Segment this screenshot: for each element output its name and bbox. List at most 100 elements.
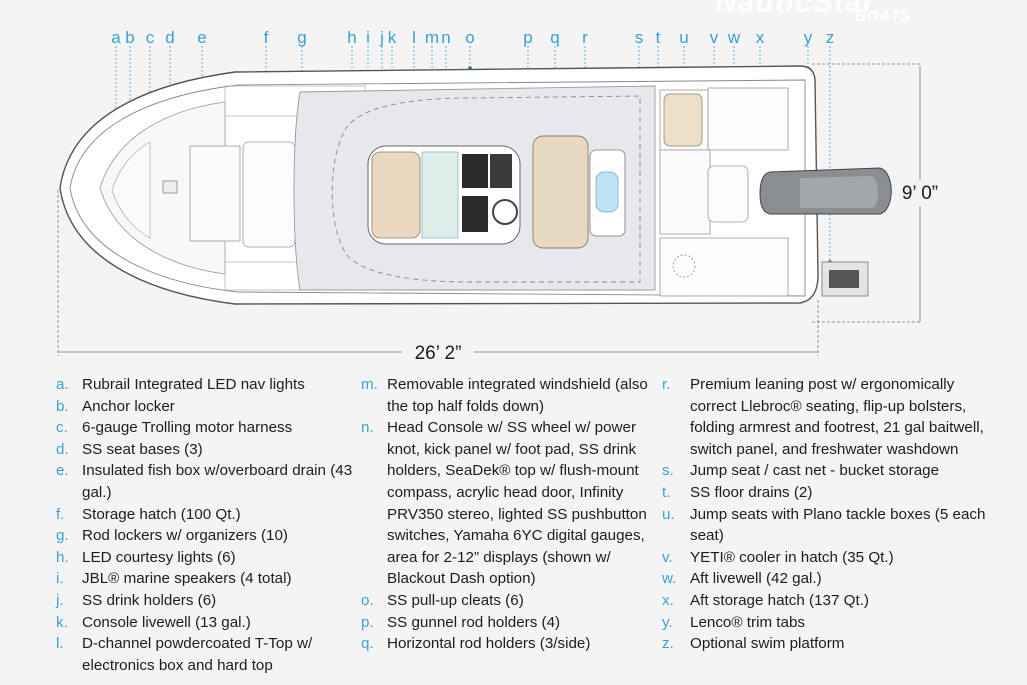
callout-letter-n: n xyxy=(441,28,450,47)
legend-item: i. JBL® marine speakers (4 total) xyxy=(56,568,356,590)
brand-logo: NauticStar xyxy=(715,0,876,19)
length-dimension: 26’ 2” xyxy=(415,343,462,364)
legend-item: x. Aft storage hatch (137 Qt.) xyxy=(662,590,987,612)
legend-letter: j. xyxy=(56,591,64,609)
legend-item: a.Rubrail Integrated LED nav lights xyxy=(56,374,356,396)
legend-item: j. SS drink holders (6) xyxy=(56,590,356,612)
legend-text: Storage hatch (100 Qt.) xyxy=(82,505,241,523)
callout-letter-a: a xyxy=(111,28,121,47)
legend-item: f.Storage hatch (100 Qt.) xyxy=(56,504,356,526)
callout-letter-x: x xyxy=(756,28,765,47)
legend-letter: y. xyxy=(662,613,673,631)
legend-item: z. Optional swim platform xyxy=(662,633,987,655)
aft-bench xyxy=(659,149,711,235)
legend-text: Insulated fish box w/overboard drain (43… xyxy=(82,462,353,501)
legend-text: D-channel powdercoated T-Top w/ electron… xyxy=(82,635,313,674)
legend-text: Anchor locker xyxy=(82,397,175,415)
floor-drain xyxy=(672,254,696,278)
legend-item: v.YETI® cooler in hatch (35 Qt.) xyxy=(662,547,987,569)
legend-text: Rod lockers w/ organizers (10) xyxy=(82,527,288,545)
callout-letter-u: u xyxy=(679,28,688,47)
legend-item: e.Insulated fish box w/overboard drain (… xyxy=(56,460,356,503)
callout-letter-o: o xyxy=(465,28,474,47)
legend-text: SS pull-up cleats (6) xyxy=(387,591,524,609)
legend-text: Aft storage hatch (137 Qt.) xyxy=(690,591,869,609)
legend-item: p.SS gunnel rod holders (4) xyxy=(361,612,661,634)
legend-text: Jump seat / cast net - bucket storage xyxy=(690,462,940,480)
callout-letter-y: y xyxy=(804,28,813,47)
callout-letter-e: e xyxy=(197,28,206,47)
legend-text: Horizontal rod holders (3/side) xyxy=(387,635,591,653)
legend-letter: x. xyxy=(662,591,674,609)
callout-letter-i: i xyxy=(366,28,370,47)
legend-letter: s. xyxy=(662,462,674,480)
legend-text: Optional swim platform xyxy=(690,635,845,653)
leaning-post-seat xyxy=(532,135,589,249)
callout-letter-c: c xyxy=(146,28,155,47)
legend-letter: z. xyxy=(662,635,674,653)
motor-cowl xyxy=(800,176,878,208)
legend-item: b.Anchor locker xyxy=(56,396,356,418)
aft-hatch-bottom xyxy=(659,237,789,297)
legend-letter: h. xyxy=(56,548,69,566)
legend-item: s. Jump seat / cast net - bucket storage xyxy=(662,460,987,482)
callout-letter-v: v xyxy=(710,28,719,47)
legend-item: g. Rod lockers w/ organizers (10) xyxy=(56,525,356,547)
callout-letter-d: d xyxy=(165,28,174,47)
callout-letter-t: t xyxy=(656,28,661,47)
legend-text: SS drink holders (6) xyxy=(82,591,217,609)
legend-text: Rubrail Integrated LED nav lights xyxy=(82,376,305,393)
legend-item: h. LED courtesy lights (6) xyxy=(56,547,356,569)
legend-letter: k. xyxy=(56,613,68,631)
legend-letter: q. xyxy=(361,635,374,653)
callout-letter-q: q xyxy=(550,28,559,47)
legend-letter: o. xyxy=(361,591,374,609)
legend-column-2: m.Removable integrated windshield (also … xyxy=(361,374,661,655)
legend-item: n. Head Console w/ SS wheel w/ power knot… xyxy=(361,417,661,590)
callout-letter-z: z xyxy=(826,28,835,47)
legend-text: SS floor drains (2) xyxy=(690,483,813,501)
legend-text: LED courtesy lights (6) xyxy=(82,548,236,566)
callout-letter-h: h xyxy=(347,28,356,47)
beam-label-bg xyxy=(893,180,947,206)
legend-item: d.SS seat bases (3) xyxy=(56,439,356,461)
t-top-outline xyxy=(331,95,641,283)
legend-letter: l. xyxy=(56,635,64,653)
aft-hatch-top xyxy=(707,87,789,151)
legend-text: Aft livewell (42 gal.) xyxy=(690,570,822,588)
callout-letter-k: k xyxy=(388,28,397,47)
legend-letter: u. xyxy=(662,505,675,523)
legend-text: Lenco® trim tabs xyxy=(690,613,806,631)
legend-letter: v. xyxy=(662,548,673,566)
legend-text: 6-gauge Trolling motor harness xyxy=(82,419,293,437)
legend-letter: i. xyxy=(56,570,64,588)
aft-livewell xyxy=(707,165,749,223)
legend-item: m.Removable integrated windshield (also … xyxy=(361,374,661,417)
legend-text: Premium leaning post w/ ergonomically co… xyxy=(690,376,984,458)
legend-letter: d. xyxy=(56,440,69,458)
jump-seat-cushion xyxy=(663,93,703,147)
callout-letter-p: p xyxy=(523,28,532,47)
callout-letter-s: s xyxy=(635,28,644,47)
legend-text: JBL® marine speakers (4 total) xyxy=(82,570,292,588)
display-right xyxy=(462,196,488,232)
windshield xyxy=(421,151,459,239)
callout-letter-b: b xyxy=(125,28,134,47)
legend-text: Head Console w/ SS wheel w/ power knot, … xyxy=(387,419,647,588)
legend-item: u. Jump seats with Plano tackle boxes (5 … xyxy=(662,504,987,547)
gauge-panel xyxy=(490,154,512,188)
legend-letter: g. xyxy=(56,527,69,545)
seat-base xyxy=(162,180,178,194)
console-seat xyxy=(371,151,421,239)
legend-item: r.Premium leaning post w/ ergonomically … xyxy=(662,374,987,460)
legend-text: Jump seats with Plano tackle boxes (5 ea… xyxy=(690,505,986,545)
beam-dimension: 9’ 0” xyxy=(902,183,938,204)
storage-hatch xyxy=(242,141,296,248)
legend-item: c.6-gauge Trolling motor harness xyxy=(56,417,356,439)
legend-letter: n. xyxy=(361,419,374,437)
legend-letter: t. xyxy=(662,483,671,501)
legend-item: y. Lenco® trim tabs xyxy=(662,612,987,634)
